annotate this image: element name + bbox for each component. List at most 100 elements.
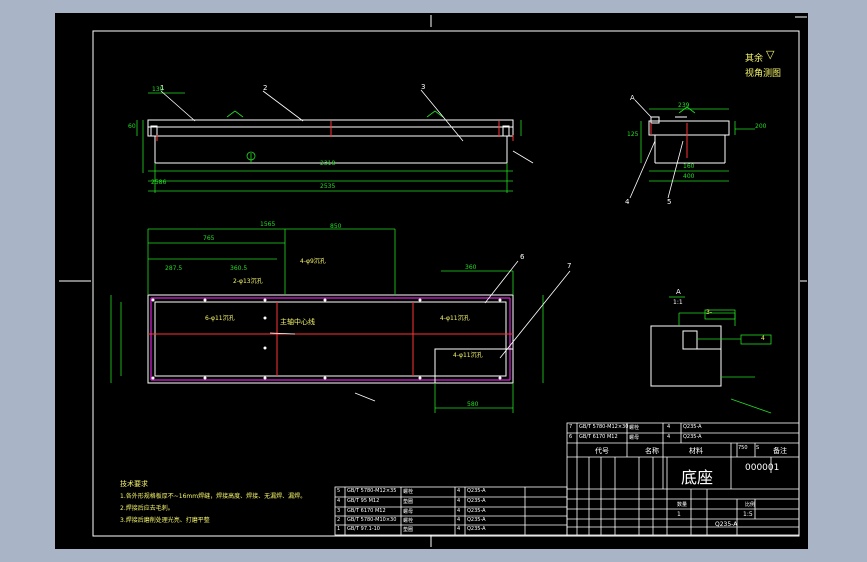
- dim-side-1: 239: [678, 102, 690, 109]
- bom-row-5-qty: 4: [457, 526, 461, 532]
- front-leader-lines: [160, 89, 534, 164]
- callout-3: 3: [421, 83, 426, 91]
- dim-side-4: 125: [627, 131, 639, 138]
- bom-top-row-2-no: 6: [569, 434, 573, 440]
- part-name: 底座: [681, 468, 714, 487]
- dim-side-2: 160: [683, 163, 695, 170]
- bom-top-row-2-code: GB/T 6170 M12: [579, 434, 618, 440]
- col-remark-header: 备注: [773, 447, 787, 455]
- drawing-sheet: 其余 ▽ 视角测图 1 2 3 4 5 6 7 A 主轴中心线 6-φ11沉孔 …: [55, 13, 808, 549]
- bom-row-5-mat: Q235-A: [467, 526, 486, 532]
- bom-top-row-2-mat: Q235-A: [683, 434, 702, 440]
- bom-row-4-name: 螺栓: [403, 518, 414, 524]
- bom-row-5-name: 垫圈: [403, 527, 414, 533]
- spindle-center-label: 主轴中心线: [280, 318, 315, 326]
- bom-row-2-name: 垫圈: [403, 499, 414, 505]
- detail-view: [650, 325, 722, 387]
- detail-view-label: A: [676, 288, 681, 296]
- bom-top-row-1-qty: 4: [667, 424, 671, 430]
- bom-row-4-no: 2: [337, 517, 341, 523]
- hole-note-5: 4-φ11沉孔: [453, 352, 483, 359]
- bom-top-row-1-mat: Q235-A: [683, 424, 702, 430]
- bom-row-1-name: 螺栓: [403, 489, 414, 495]
- roughness-note-line2: 视角测图: [745, 69, 782, 79]
- dim-top-5: 850: [330, 223, 342, 230]
- dim-top-2: 765: [203, 235, 215, 242]
- hole-note-4: 4-φ11沉孔: [440, 315, 470, 322]
- bom-row-3-no: 3: [337, 508, 341, 514]
- detail-dimensions: [669, 296, 772, 414]
- title-block: [566, 422, 800, 536]
- bom-row-2-code: GB/T 95 M12: [347, 498, 380, 504]
- dim-front-3: 2535: [320, 183, 336, 190]
- detail-view-scale: 1:1: [673, 299, 683, 306]
- bom-row-5-no: 1: [337, 526, 341, 532]
- bom-row-4-mat: Q235-A: [467, 517, 486, 523]
- detail-mark-a: A: [630, 94, 635, 102]
- callout-4: 4: [625, 198, 630, 206]
- bom-top-row-2-name: 螺母: [629, 435, 640, 441]
- side-leader-lines: [629, 99, 684, 199]
- bom-table: [334, 486, 568, 536]
- callout-2: 2: [263, 84, 268, 92]
- roughness-symbol-icon: ▽: [766, 48, 775, 61]
- dim-top-1: 1565: [260, 221, 276, 228]
- roughness-note-line1: 其余: [745, 54, 764, 64]
- bom-row-2-no: 4: [337, 498, 341, 504]
- detail-note-right: 4: [761, 335, 765, 342]
- tech-req-item-2: 2.焊接后应去毛刺。: [120, 505, 174, 512]
- top-view: [147, 294, 514, 384]
- drawing-number: 000001: [745, 463, 780, 473]
- top-leader-lines: [269, 260, 571, 402]
- dim-side-5: 200: [755, 123, 767, 130]
- bom-row-3-qty: 4: [457, 508, 461, 514]
- callout-7: 7: [567, 262, 572, 270]
- cad-drawing: [55, 13, 808, 549]
- material-value: Q235-A: [715, 521, 738, 528]
- col-name-header: 名称: [645, 447, 659, 455]
- col-material-header: 材料: [689, 447, 703, 455]
- dim-side-3: 400: [683, 173, 695, 180]
- dim-top-6: 360: [465, 264, 477, 271]
- callout-5: 5: [667, 198, 672, 206]
- top-dimensions: [110, 228, 544, 413]
- tech-req-item-1: 1.各外形规格板厚不~16mm焊缝，焊接高度、焊接、无漏焊、漏焊。: [120, 493, 307, 500]
- hole-note-3: 2-φ13沉孔: [233, 278, 263, 285]
- side-view: [648, 116, 730, 164]
- scale-value: 1:5: [743, 511, 753, 518]
- bom-top-row-1-no: 7: [569, 424, 573, 430]
- dim-front-1: 2586: [151, 179, 167, 186]
- bom-row-1-mat: Q235-A: [467, 488, 486, 494]
- bom-top-row-2-qty: 4: [667, 434, 671, 440]
- bom-row-3-name: 螺母: [403, 509, 414, 515]
- top-view-holes: [151, 298, 502, 380]
- callout-6: 6: [520, 253, 525, 261]
- tech-req-title: 技术要求: [120, 480, 148, 488]
- inner-border: [92, 30, 800, 537]
- bom-top-row-1-name: 螺栓: [629, 425, 640, 431]
- front-dimensions: [136, 92, 522, 193]
- bom-row-1-qty: 4: [457, 488, 461, 494]
- side-dimensions: [640, 106, 755, 182]
- bom-row-4-code: GB/T 5780-M10×30: [347, 517, 397, 523]
- callout-1: 1: [160, 84, 165, 92]
- bom-row-1-no: 5: [337, 488, 341, 494]
- dim-front-5: 60: [128, 123, 136, 130]
- hole-note-2: 4-φ9沉孔: [300, 258, 326, 265]
- bom-top-row-1-code: GB/T 5780-M12×30: [579, 424, 629, 430]
- top-view-magenta: [150, 297, 511, 381]
- stage-mark: S: [756, 445, 760, 451]
- qty-value: 1: [677, 511, 681, 518]
- bom-row-1-code: GB/T 5780-M12×35: [347, 488, 397, 494]
- bom-row-3-mat: Q235-A: [467, 508, 486, 514]
- total-weight: 750: [738, 445, 748, 451]
- dim-top-7: 580: [467, 401, 479, 408]
- bom-row-2-mat: Q235-A: [467, 498, 486, 504]
- col-scale-label: 比例: [745, 502, 756, 508]
- bom-row-3-code: GB/T 6170 M12: [347, 508, 386, 514]
- col-code-header: 代号: [595, 447, 609, 455]
- detail-note-left: 3-: [706, 309, 712, 316]
- tech-req-item-3: 3.焊接后磨削处理光亮、打磨平整: [120, 517, 210, 524]
- bom-row-2-qty: 4: [457, 498, 461, 504]
- col-qty-label: 数量: [677, 502, 688, 508]
